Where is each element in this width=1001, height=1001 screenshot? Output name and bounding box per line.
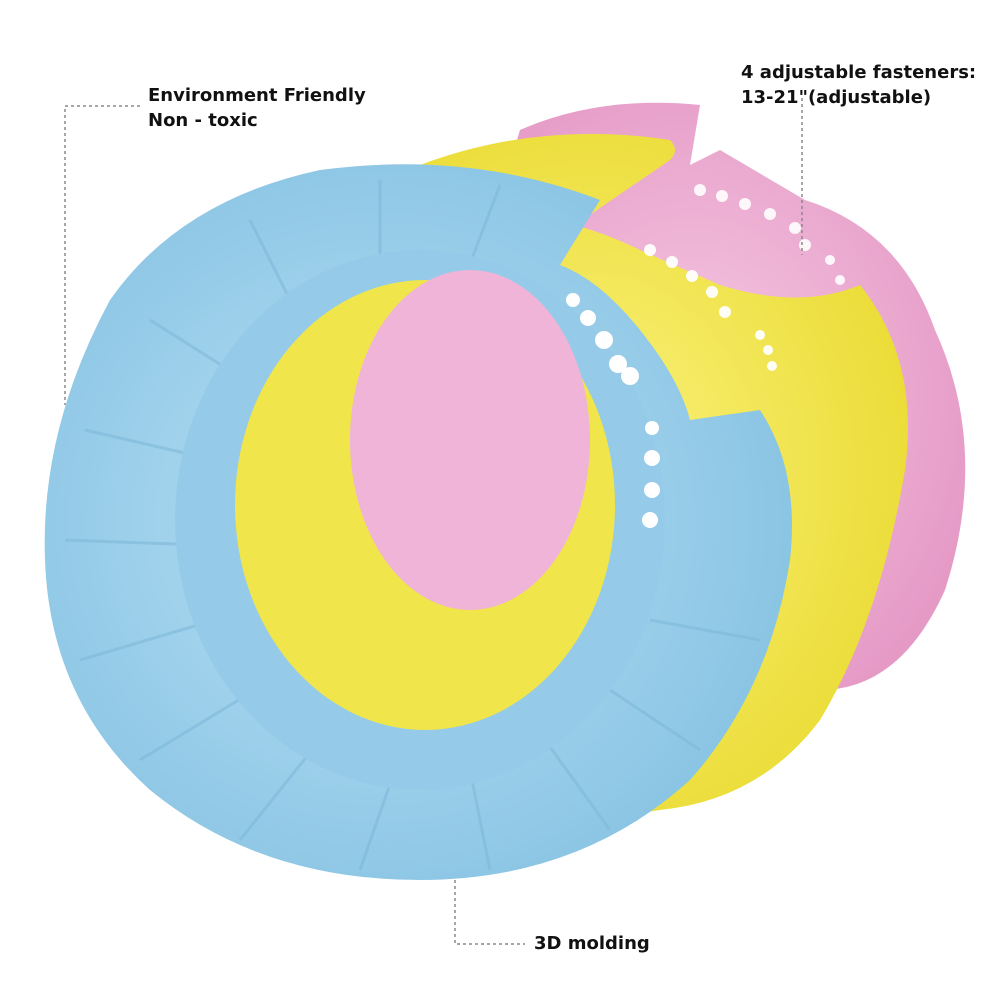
yellow-cap-fastener-dots bbox=[644, 244, 777, 371]
fasteners-callout-line1: 4 adjustable fasteners: bbox=[741, 62, 977, 83]
environment-callout-line1: Environment Friendly bbox=[148, 85, 366, 106]
molding-callout-line bbox=[454, 880, 525, 945]
environment-callout-line2: Non - toxic bbox=[148, 110, 258, 131]
callout-lines bbox=[64, 98, 803, 945]
blue-cap-hole-pink-view bbox=[350, 270, 590, 610]
molding-callout: 3D molding bbox=[534, 931, 650, 956]
molding-callout-line1: 3D molding bbox=[534, 933, 650, 954]
blue-cap bbox=[44, 164, 792, 881]
environment-callout: Environment Friendly Non - toxic bbox=[148, 83, 366, 133]
environment-callout-line bbox=[64, 105, 140, 405]
blue-cap-fastener-dots bbox=[566, 293, 660, 528]
blue-cap-ridges bbox=[64, 180, 761, 871]
fasteners-callout-line2: 13-21"(adjustable) bbox=[741, 87, 932, 108]
fasteners-callout: 4 adjustable fasteners: 13-21"(adjustabl… bbox=[741, 60, 976, 110]
